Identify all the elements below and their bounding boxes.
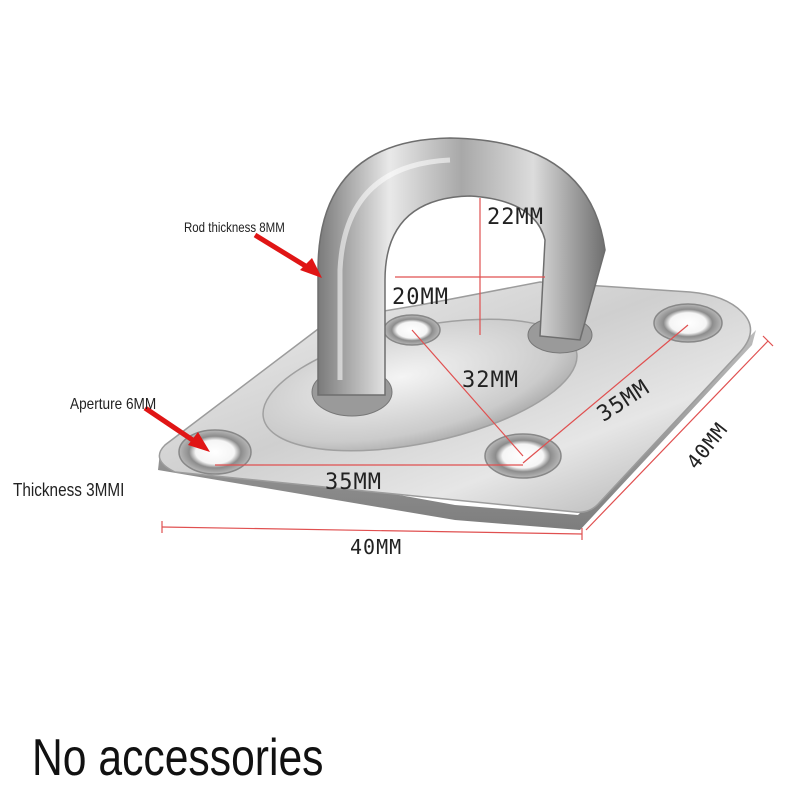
hole-right xyxy=(653,303,723,343)
dim-label-22mm: 22MM xyxy=(487,205,544,230)
label-thickness: Thickness 3MMI xyxy=(13,480,125,500)
label-rod-thickness: Rod thickness 8MM xyxy=(184,219,285,235)
red-arrow-icon xyxy=(253,232,322,278)
dim-label-40mm-bottom: 40MM xyxy=(350,535,403,559)
dim-label-35mm-bottom: 35MM xyxy=(325,470,382,495)
u-rod-highlight xyxy=(337,157,451,380)
label-aperture: Aperture 6MM xyxy=(70,396,157,413)
dim-label-32mm: 32MM xyxy=(462,368,519,393)
caption: No accessories xyxy=(32,729,324,787)
dim-label-20mm: 20MM xyxy=(392,285,449,310)
u-rod xyxy=(317,137,606,396)
red-arrow-icon xyxy=(143,405,210,452)
dimension-lines xyxy=(161,198,774,540)
